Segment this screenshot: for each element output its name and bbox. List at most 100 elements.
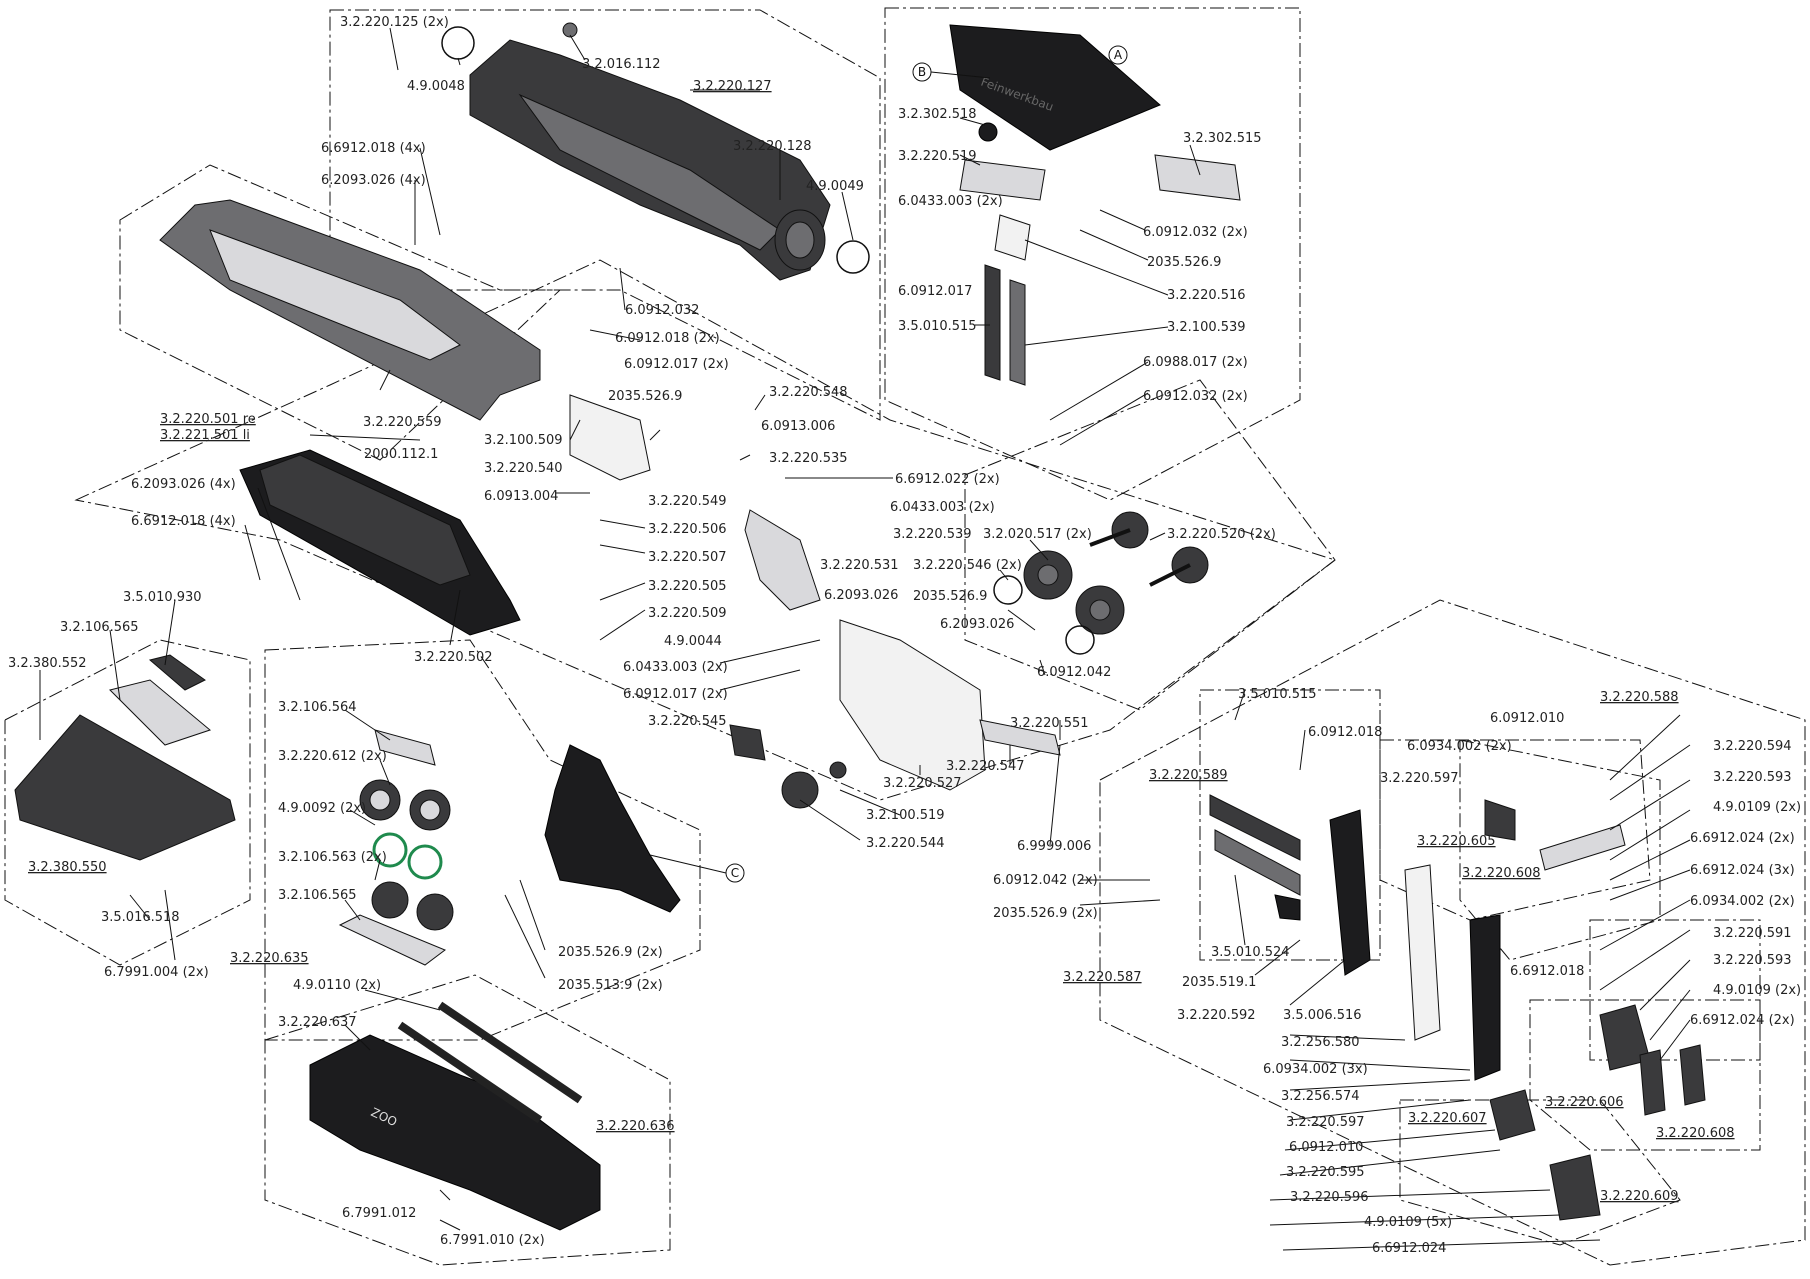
part-label: 3.5.010.524: [1211, 945, 1290, 960]
part-label: 4.9.0109 (5x): [1364, 1215, 1452, 1230]
part-label: 3.2.220.606: [1545, 1095, 1624, 1110]
part-label: 3.2.220.505: [648, 579, 727, 594]
part-label: 6.6912.022 (2x): [895, 472, 1000, 487]
part-label: 3.2.106.565: [60, 620, 139, 635]
part-label: 3.5.006.516: [1283, 1008, 1362, 1023]
part-label: 3.2.106.565: [278, 888, 357, 903]
part-label: 6.6912.024: [1372, 1241, 1446, 1256]
part-label: 3.5.010.515: [898, 319, 977, 334]
part-label: 4.9.0092 (2x): [278, 801, 366, 816]
part-label: 6.6912.018: [1510, 964, 1584, 979]
side-plate-part: [839, 619, 986, 791]
part-label: 3.2.220.612 (2x): [278, 749, 387, 764]
part-label: 3.2.220.527: [883, 776, 962, 791]
part-label: 3.2.221.501 li: [160, 428, 250, 443]
part-label: 3.5.010.930: [123, 590, 202, 605]
part-label: 3.2.220.593: [1713, 770, 1792, 785]
part-label: 6.0912.017: [898, 284, 972, 299]
part-label: 3.2.220.608: [1462, 866, 1541, 881]
part-label: 6.0912.017 (2x): [624, 357, 729, 372]
part-label: 3.2.220.539: [893, 527, 972, 542]
part-label: 3.2.220.547: [946, 759, 1025, 774]
svg-text:A: A: [1114, 48, 1123, 62]
part-label: 6.0934.002 (2x): [1690, 894, 1795, 909]
svg-text:C: C: [731, 866, 739, 880]
part-label: 6.2093.026: [824, 588, 898, 603]
part-label: 6.0912.017 (2x): [623, 687, 728, 702]
part-label: 3.2.220.594: [1713, 739, 1792, 754]
parts-drawings: Feinwerkbau: [14, 22, 1706, 1231]
part-label: 6.0934.002 (2x): [1407, 739, 1512, 754]
part-label: 6.0912.032 (2x): [1143, 389, 1248, 404]
part-label: 3.5.016.518: [101, 910, 180, 925]
part-label: 3.2.220.540: [484, 461, 563, 476]
part-label: 6.9999.006: [1017, 839, 1091, 854]
part-label: 2035.526.9: [1147, 255, 1221, 270]
grip-part: [544, 744, 681, 913]
part-label: 3.2.220.127: [693, 79, 772, 94]
part-label: 3.2.220.535: [769, 451, 848, 466]
part-label: 3.2.220.125 (2x): [340, 15, 449, 30]
part-label: 4.9.0049: [806, 179, 864, 194]
part-label: 2035.526.9 (2x): [993, 906, 1098, 921]
part-label: 6.6912.024 (3x): [1690, 863, 1795, 878]
part-label: 3.2.220.597: [1380, 771, 1459, 786]
part-label: 3.2.220.635: [230, 951, 309, 966]
part-label: 6.0912.010: [1490, 711, 1564, 726]
part-label: 3.2.220.608: [1656, 1126, 1735, 1141]
part-label: 2035.513.9 (2x): [558, 978, 663, 993]
part-label: 4.9.0109 (2x): [1713, 800, 1801, 815]
base-rail-part: [309, 1034, 601, 1231]
part-label: 3.2.100.539: [1167, 320, 1246, 335]
callout-circle-b: B: [912, 62, 991, 82]
part-label: 4.9.0110 (2x): [293, 978, 381, 993]
part-label: 3.2.220.507: [648, 550, 727, 565]
part-label: 3.2.220.545: [648, 714, 727, 729]
cheek-pad-part: [949, 24, 1161, 151]
part-label: 6.6912.018 (4x): [131, 514, 236, 529]
part-label: 3.2.220.637: [278, 1015, 357, 1030]
part-label: 3.2.256.574: [1281, 1089, 1360, 1104]
part-label: 6.0912.032: [625, 303, 699, 318]
part-label: 3.2.220.128: [733, 139, 812, 154]
part-label: 2035.526.9: [608, 389, 682, 404]
part-label: 2035.526.9: [913, 589, 987, 604]
part-label: 2000.112.1: [364, 447, 438, 462]
part-label: 3.2.220.587: [1063, 970, 1142, 985]
part-label: 6.0988.017 (2x): [1143, 355, 1248, 370]
part-label: 3.2.106.563 (2x): [278, 850, 387, 865]
part-label: 6.0912.018 (2x): [615, 331, 720, 346]
part-label: 6.0912.032 (2x): [1143, 225, 1248, 240]
part-label: 6.6912.018 (4x): [321, 141, 426, 156]
part-label: 6.2093.026 (4x): [131, 477, 236, 492]
part-label: 3.2.220.605: [1417, 834, 1496, 849]
part-label: 6.7991.012: [342, 1206, 416, 1221]
part-label: 3.2.220.548: [769, 385, 848, 400]
part-labels: 3.2.220.125 (2x) 4.9.0048 3.2.016.112 3.…: [8, 15, 1801, 1256]
part-label: 3.2.220.549: [648, 494, 727, 509]
part-label: 3.2.220.519: [898, 149, 977, 164]
part-label: 6.0433.003 (2x): [890, 500, 995, 515]
callout-circle-a: A: [1108, 45, 1128, 65]
part-label: 3.2.220.509: [648, 606, 727, 621]
part-label: 3.2.220.636: [596, 1119, 675, 1134]
part-label: 3.2.220.559: [363, 415, 442, 430]
part-label: 4.9.0048: [407, 79, 465, 94]
part-label: 2035.519.1: [1182, 975, 1256, 990]
part-label: 6.6912.024 (2x): [1690, 1013, 1795, 1028]
part-label: 6.2093.026 (4x): [321, 173, 426, 188]
part-label: 3.2.220.546 (2x): [913, 558, 1022, 573]
part-label: 6.2093.026: [940, 617, 1014, 632]
part-label: 3.2.220.596: [1290, 1190, 1369, 1205]
part-label: 3.2.380.550: [28, 860, 107, 875]
part-label: 6.0912.018: [1308, 725, 1382, 740]
part-label: 3.2.220.588: [1600, 690, 1679, 705]
part-label: 3.2.016.112: [582, 57, 661, 72]
part-label: 3.2.220.589: [1149, 768, 1228, 783]
part-label: 4.9.0044: [664, 634, 722, 649]
part-label: 3.5.010.515: [1238, 687, 1317, 702]
part-label: 3.2.220.531: [820, 558, 899, 573]
part-label: 6.0912.042 (2x): [993, 873, 1098, 888]
part-label: 3.2.020.517 (2x): [983, 527, 1092, 542]
